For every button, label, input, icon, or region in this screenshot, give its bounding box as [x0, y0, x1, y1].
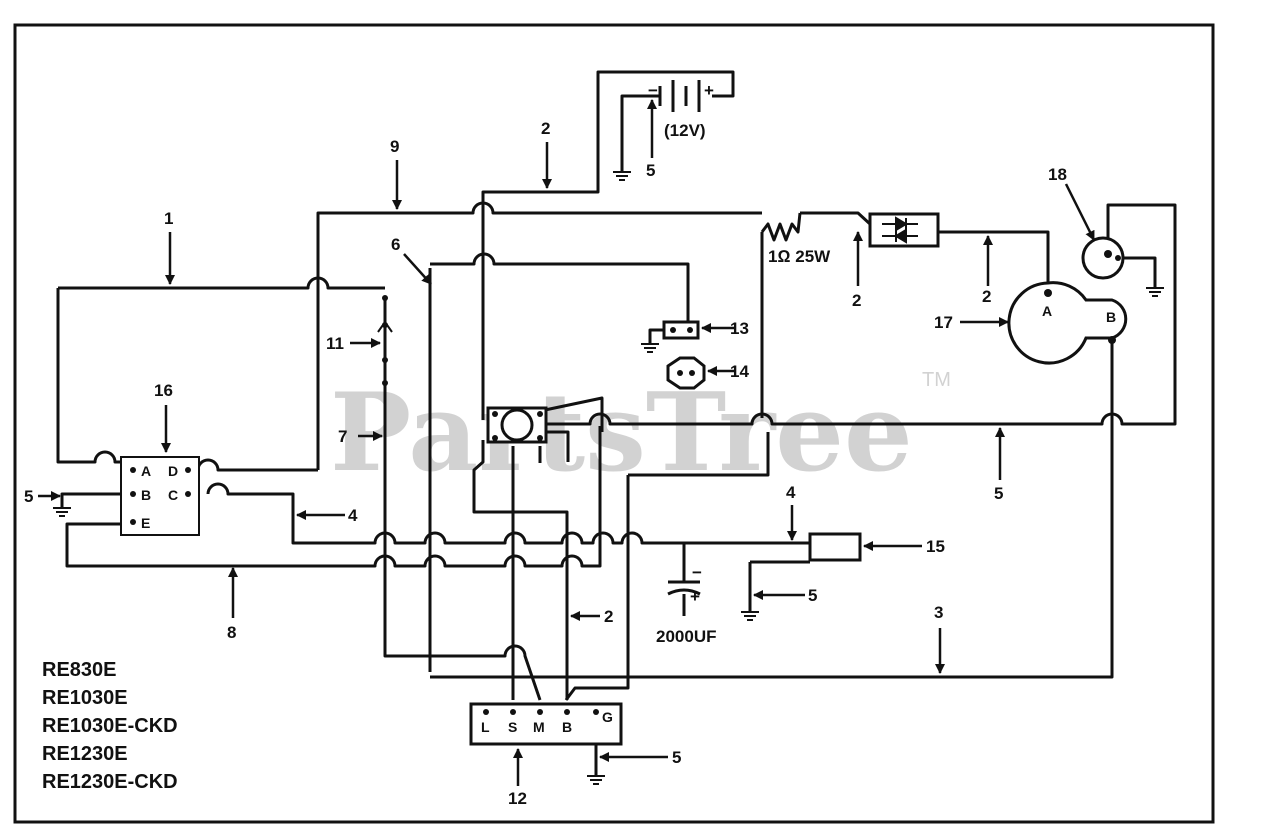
- capacitor: − + 2000UF: [656, 563, 716, 646]
- switch16-pin-d: D: [168, 463, 178, 479]
- callout-6: 6: [391, 235, 400, 254]
- switch16-pin-c: C: [168, 487, 178, 503]
- diagram-border: [13, 23, 1215, 824]
- battery: − + (12V): [648, 80, 714, 140]
- component-14: [666, 356, 706, 390]
- battery-plus: +: [704, 81, 714, 100]
- callout-12: 12: [508, 789, 527, 808]
- model-item: RE1230E-CKD: [42, 771, 178, 793]
- callout-14: 14: [730, 362, 749, 381]
- callout-18: 18: [1048, 165, 1067, 184]
- solenoid: [486, 406, 548, 444]
- callout-15: 15: [926, 537, 945, 556]
- ground-symbols: [53, 171, 1164, 785]
- callout-2-rectifier: 2: [982, 287, 991, 306]
- terminal-m: M: [533, 719, 545, 735]
- model-list: RE830E RE1030E RE1030E-CKD RE1230E RE123…: [42, 659, 178, 793]
- wires: [56, 70, 1177, 776]
- callout-13: 13: [730, 319, 749, 338]
- watermark: PartsTree: [330, 370, 913, 496]
- capacitor-value: 2000UF: [656, 627, 716, 646]
- terminal-block-12: L S M B G: [469, 702, 623, 746]
- callout-2-bottom: 2: [604, 607, 613, 626]
- callout-2-top: 2: [541, 119, 550, 138]
- terminal-l: L: [481, 719, 490, 735]
- resistor-value: 1Ω 25W: [768, 247, 831, 266]
- battery-voltage: (12V): [664, 121, 706, 140]
- callout-5-battery: 5: [646, 161, 655, 180]
- callout-1: 1: [164, 209, 173, 228]
- switch16-pin-e: E: [141, 515, 150, 531]
- callout-5-switch: 5: [24, 487, 33, 506]
- component-13: [662, 320, 700, 340]
- terminal-g: G: [602, 709, 613, 725]
- model-item: RE1030E-CKD: [42, 715, 178, 737]
- callout-9: 9: [390, 137, 399, 156]
- capacitor-minus: −: [692, 563, 702, 582]
- terminal-s: S: [508, 719, 517, 735]
- terminal-b: B: [562, 719, 572, 735]
- callout-8: 8: [227, 623, 236, 642]
- model-item: RE1230E: [42, 743, 128, 765]
- callout-4-left: 4: [348, 506, 358, 525]
- callout-labels: 1 2 5 9 6 2 2 18 17 13 14 11 7 16 5 4 8 …: [24, 119, 1067, 808]
- callout-5-terminal: 5: [672, 748, 681, 767]
- callout-2-resistor: 2: [852, 291, 861, 310]
- model-item: RE830E: [42, 659, 117, 681]
- switch16-pin-a: A: [141, 463, 151, 479]
- switch-16: A B E D C: [120, 456, 200, 536]
- resistor: [760, 212, 802, 242]
- callout-16: 16: [154, 381, 173, 400]
- callout-11: 11: [326, 334, 344, 353]
- component-18: [1081, 236, 1125, 280]
- switch16-pin-b: B: [141, 487, 151, 503]
- watermark-tm: TM: [922, 369, 951, 391]
- component-15: [808, 532, 862, 562]
- model-item: RE1030E: [42, 687, 128, 709]
- motor-17: A B: [1007, 281, 1128, 365]
- capacitor-plus: +: [690, 587, 700, 606]
- callout-4-right: 4: [786, 483, 796, 502]
- switch-11: [377, 295, 393, 386]
- rectifier: [868, 212, 940, 248]
- callout-3: 3: [934, 603, 943, 622]
- callout-17: 17: [934, 313, 953, 332]
- callout-5-cap: 5: [808, 586, 817, 605]
- motor-pin-b: B: [1106, 309, 1116, 325]
- motor-pin-a: A: [1042, 303, 1052, 319]
- callout-5-right: 5: [994, 484, 1003, 503]
- callout-arrows: [38, 99, 1096, 786]
- callout-7: 7: [338, 427, 347, 446]
- battery-minus: −: [648, 81, 658, 100]
